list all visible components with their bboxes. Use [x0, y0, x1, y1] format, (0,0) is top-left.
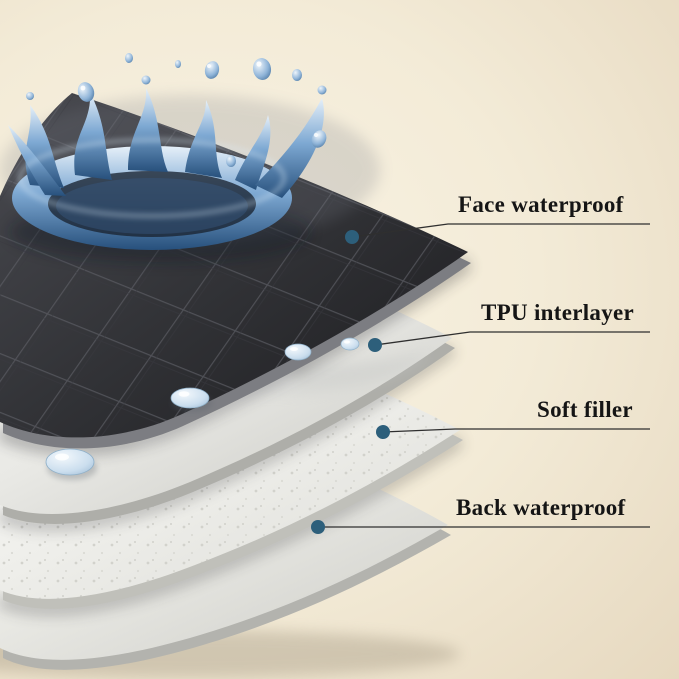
callout-back-waterproof: Back waterproof: [456, 495, 626, 521]
callout-dot-back-waterproof: [311, 520, 325, 534]
tpu-water-droplets: [45, 337, 360, 480]
callout-label-face-waterproof: Face waterproof: [458, 192, 624, 217]
callout-line-tpu-interlayer: [374, 331, 650, 346]
callout-label-tpu-interlayer: TPU interlayer: [481, 300, 635, 325]
callout-lines: [318, 223, 650, 528]
water-splash: [8, 53, 327, 262]
callout-face-waterproof: Face waterproof: [458, 192, 624, 218]
callout-soft-filler: Soft filler: [537, 397, 633, 423]
callout-dot-face-waterproof: [345, 230, 359, 244]
callout-label-back-waterproof: Back waterproof: [456, 495, 626, 520]
callout-dots: [311, 230, 390, 534]
callout-line-face-waterproof: [351, 223, 650, 238]
callout-dot-soft-filler: [376, 425, 390, 439]
callout-label-soft-filler: Soft filler: [537, 397, 633, 422]
callout-dot-tpu-interlayer: [368, 338, 382, 352]
splash-droplets: [26, 53, 327, 167]
face-waterproof-layer: [0, 93, 471, 449]
callout-tpu-interlayer: TPU interlayer: [481, 300, 634, 326]
callout-line-soft-filler: [382, 428, 650, 433]
